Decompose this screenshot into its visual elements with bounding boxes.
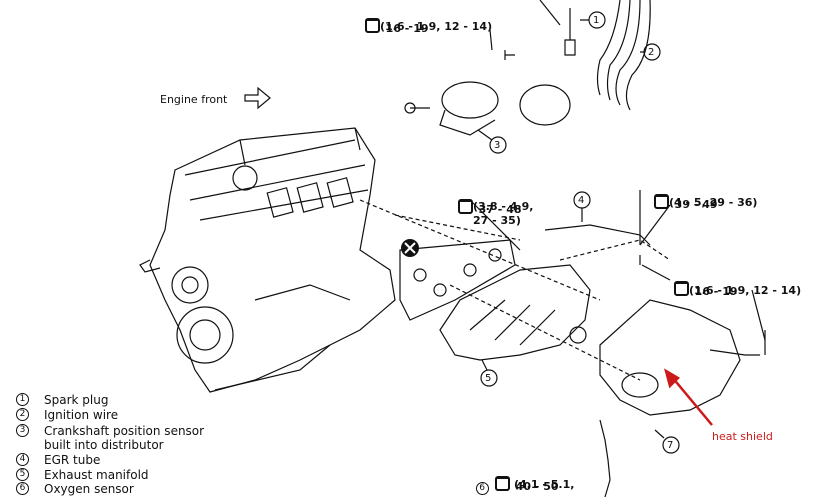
exhaust-manifold: [439, 264, 591, 361]
egr-tube: [544, 224, 651, 246]
torque-spec-1: 16 - 19: [357, 5, 429, 35]
torque-spec-5-detail: (4.1 - 5.1,: [514, 478, 575, 491]
wrench-icon: [673, 281, 689, 296]
callout-6: 6: [475, 482, 489, 495]
heat-shield-label: heat shield: [712, 430, 773, 443]
do-not-reuse-marker: [401, 239, 419, 257]
torque-spec-3-detail: (4 - 5, 29 - 36): [669, 196, 758, 209]
wrench-icon: [457, 199, 473, 214]
distributor: [404, 81, 571, 136]
callout-1: 1: [593, 15, 600, 26]
callout-4: 4: [578, 195, 585, 206]
callout-3: 3: [494, 140, 501, 151]
callout-5: 5: [485, 373, 492, 384]
torque-spec-2-detail-b: 27 - 35): [473, 214, 521, 227]
engine-front-label: Engine front: [160, 93, 228, 106]
callout-7: 7: [667, 440, 674, 451]
heat-shield-arrow: [664, 368, 713, 426]
torque-spec-1-detail: (1.6 - 1.9, 12 - 14): [380, 20, 493, 33]
torque-spec-3: 39 - 49: [646, 181, 718, 211]
callout-2: 2: [648, 47, 655, 58]
wrench-icon: [364, 18, 380, 33]
engine-front-arrow: [244, 86, 271, 110]
oxygen-sensor-part: [599, 419, 611, 497]
torque-spec-2: 37 - 48: [450, 186, 522, 216]
torque-spec-2-detail-a: (3.8 - 4.9,: [473, 200, 534, 213]
spark-plug-part: [564, 8, 576, 56]
wrench-icon: [653, 194, 669, 209]
heat-shield-part: [599, 299, 760, 416]
ignition-wires: [539, 0, 651, 111]
torque-spec-4: 16 - 19: [666, 268, 738, 298]
legend-item: built into distributor: [44, 438, 164, 452]
torque-spec-4-detail: (1.6 - 1.9, 12 - 14): [689, 284, 802, 297]
wrench-icon: [494, 476, 510, 491]
engine-block: [139, 127, 396, 393]
